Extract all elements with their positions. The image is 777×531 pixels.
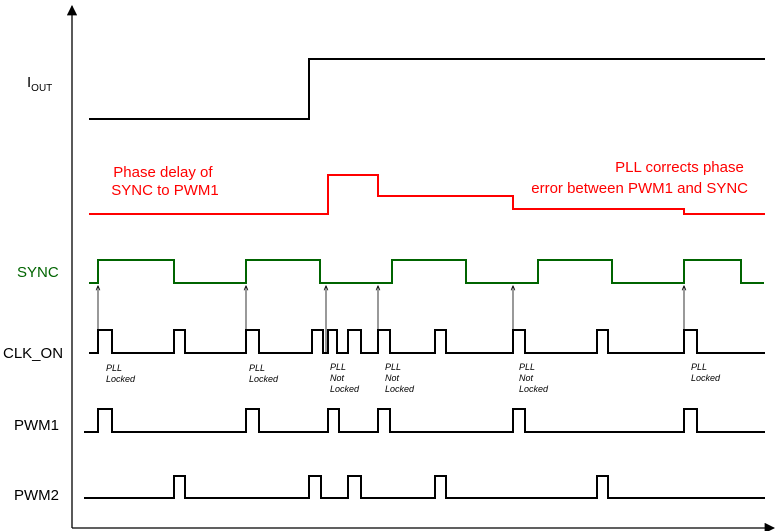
pll-marker-label: PLL Not Locked	[330, 362, 360, 394]
sync-waveform	[89, 259, 764, 284]
pwm2-waveform	[84, 475, 765, 499]
pll-marker-label: PLL Not Locked	[385, 362, 415, 394]
sync-label: SYNC	[17, 264, 59, 281]
iout-waveform	[89, 58, 765, 120]
pll-marker-label: PLL Not Locked	[519, 362, 549, 394]
phase-delay-waveform	[89, 174, 765, 215]
pwm1-waveform	[84, 408, 765, 433]
phase-arrows	[98, 286, 684, 353]
clk-on-label: CLK_ON	[3, 345, 63, 362]
pll-corrects-note: PLL corrects phase error between PWM1 an…	[531, 159, 748, 197]
pwm1-label: PWM1	[14, 417, 59, 434]
clk-on-waveform	[89, 329, 765, 354]
phase-delay-note: Phase delay of SYNC to PWM1	[111, 164, 219, 199]
pwm2-label: PWM2	[14, 487, 59, 504]
pll-marker-label: PLL Locked	[691, 362, 721, 383]
pll-marker-label: PLL Locked	[106, 363, 136, 384]
pll-marker-label: PLL Locked	[249, 363, 279, 384]
iout-label: IOUT	[27, 74, 52, 94]
